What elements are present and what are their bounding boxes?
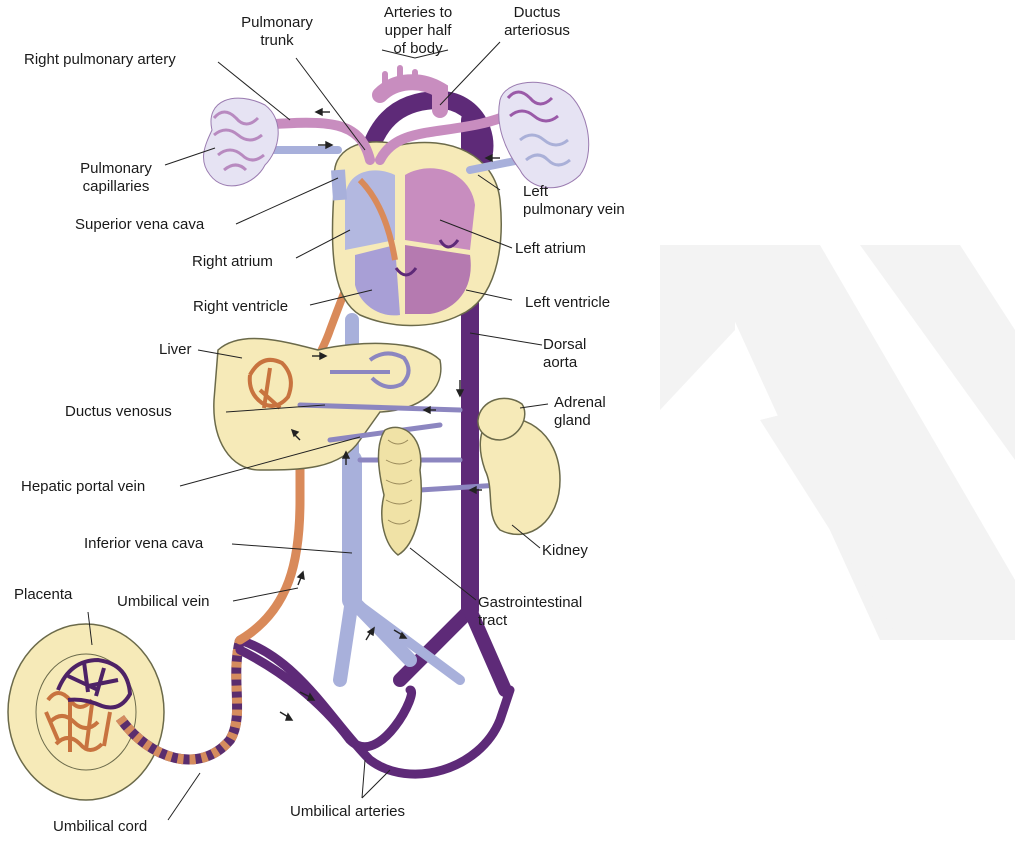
label-placenta: Placenta [14,586,72,604]
label-umbilical-cord: Umbilical cord [53,818,147,836]
label-left-atrium: Left atrium [515,240,586,258]
label-right-pulmonary-artery: Right pulmonary artery [24,51,176,69]
label-ductus-arteriosus: Ductus arteriosus [492,4,582,40]
label-umbilical-arteries: Umbilical arteries [290,803,405,821]
label-umbilical-vein: Umbilical vein [117,593,210,611]
label-pulmonary-capillaries: Pulmonary capillaries [66,160,166,196]
label-superior-vena-cava: Superior vena cava [75,216,204,234]
label-liver: Liver [159,341,192,359]
label-dorsal-aorta: Dorsal aorta [543,336,586,372]
placenta [8,624,164,800]
label-left-pulmonary-vein: Left pulmonary vein [523,183,625,219]
label-right-ventricle: Right ventricle [193,298,288,316]
label-adrenal-gland: Adrenal gland [554,394,606,430]
umbilical-arteries [240,640,510,774]
pulmonary-capillaries-right [499,82,589,187]
label-hepatic-portal-vein: Hepatic portal vein [21,478,145,496]
label-ductus-venosus: Ductus venosus [65,403,172,421]
label-pulmonary-trunk: Pulmonary trunk [238,14,316,50]
label-right-atrium: Right atrium [192,253,273,271]
gastrointestinal-tract [378,427,421,555]
label-inferior-vena-cava: Inferior vena cava [84,535,203,553]
label-left-ventricle: Left ventricle [525,294,610,312]
pulmonary-capillaries-left [204,98,279,186]
label-gastrointestinal-tract: Gastrointestinal tract [478,594,582,630]
watermark [660,245,1015,640]
label-arteries-to-upper-half: Arteries to upper half of body [372,4,464,58]
label-kidney: Kidney [542,542,588,560]
